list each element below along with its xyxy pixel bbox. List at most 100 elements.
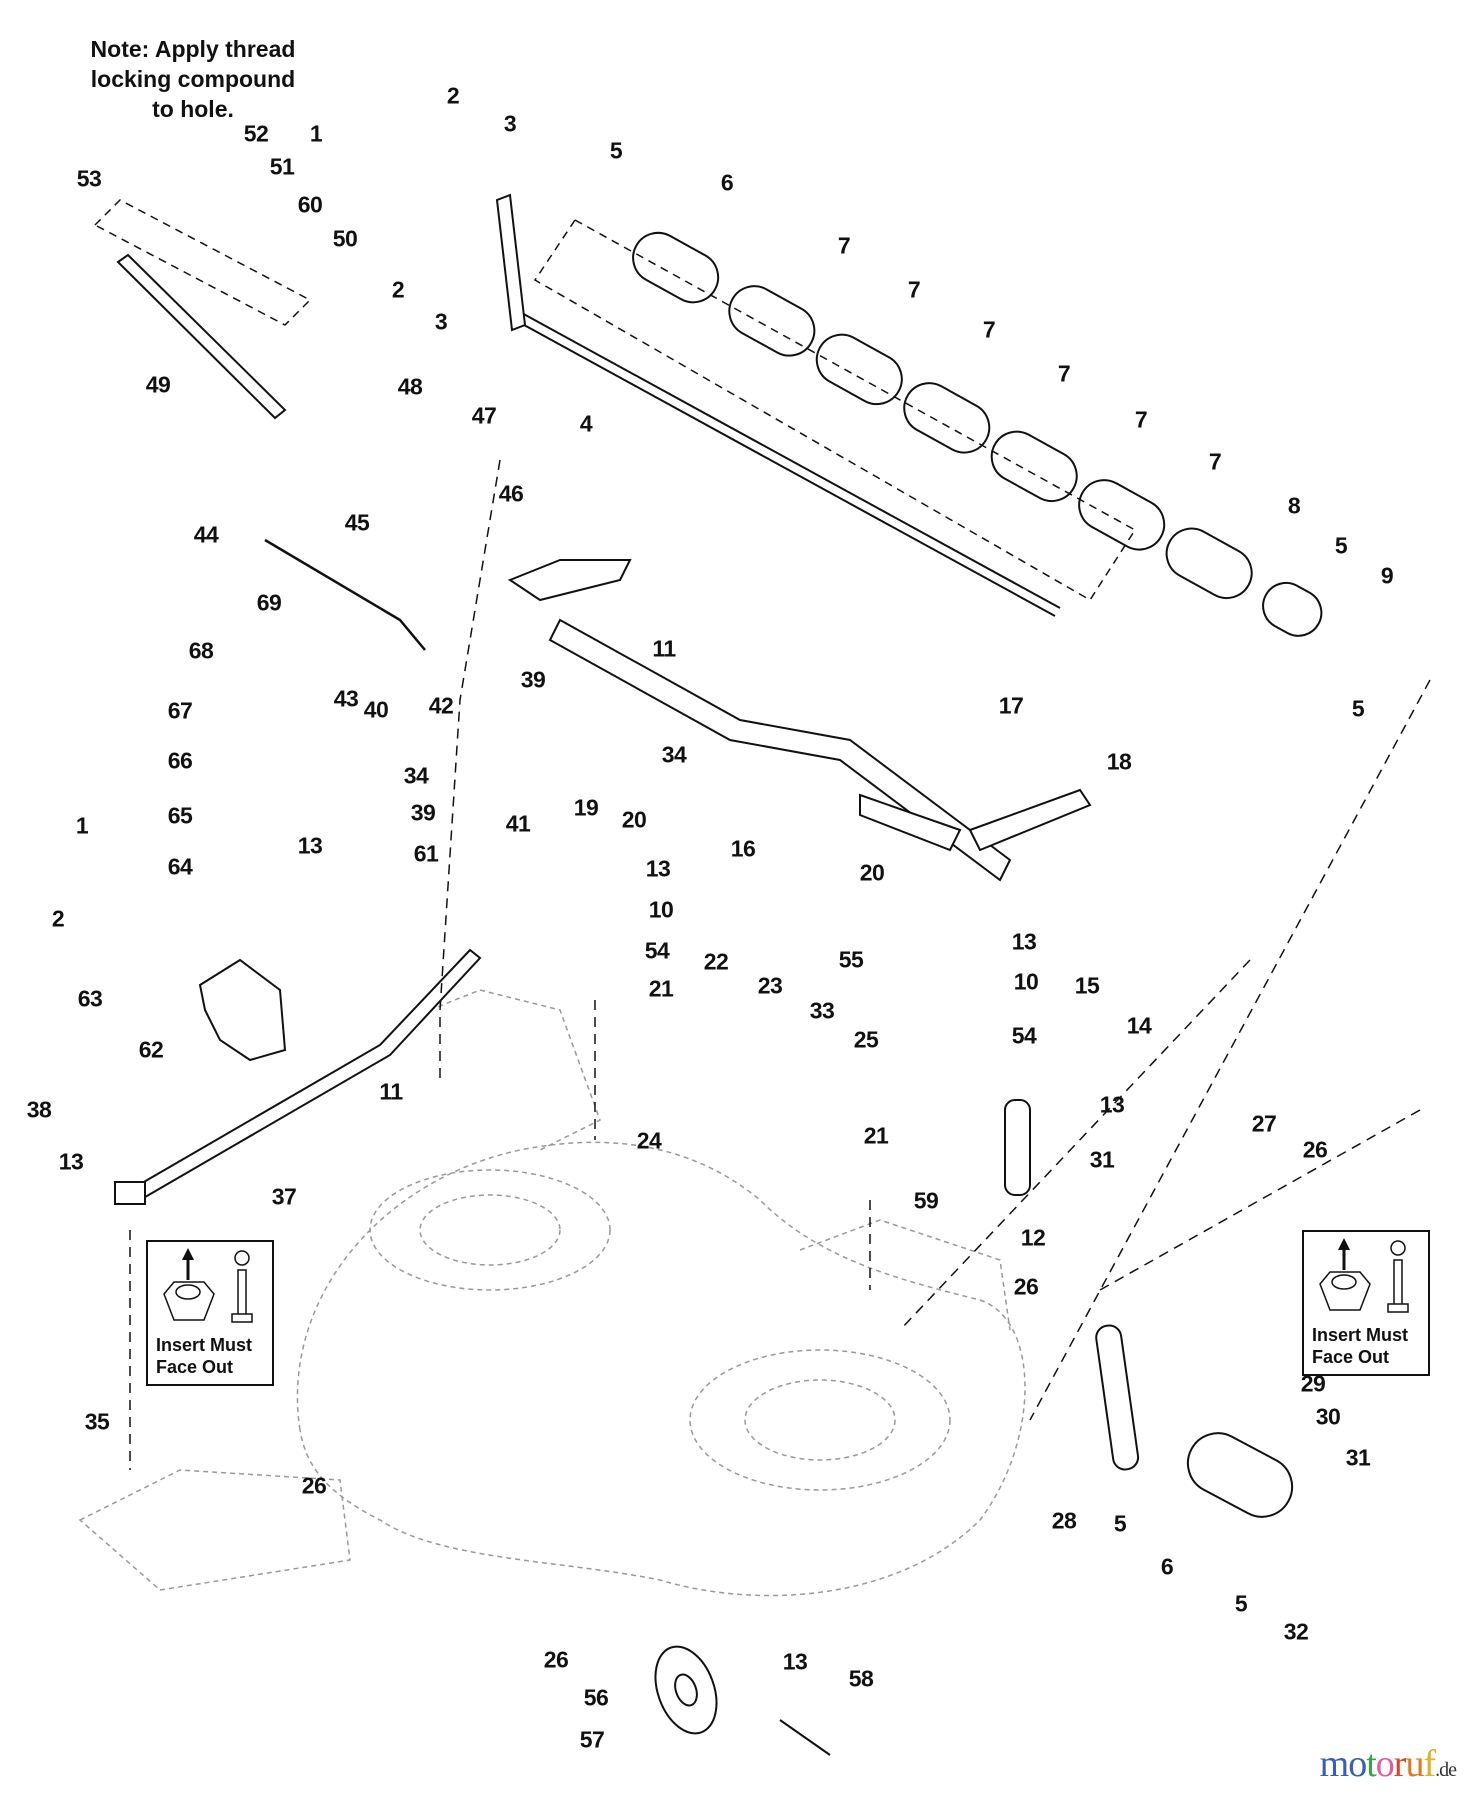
part-number-label: 2 bbox=[391, 276, 405, 303]
watermark-letter: u bbox=[1405, 1743, 1424, 1785]
part-number-label: 43 bbox=[333, 685, 359, 712]
part-number-label: 5 bbox=[1351, 695, 1365, 722]
part-number-label: 13 bbox=[782, 1648, 808, 1675]
part-number-label: 27 bbox=[1251, 1110, 1277, 1137]
part-number-label: 26 bbox=[543, 1646, 569, 1673]
part-number-label: 25 bbox=[853, 1026, 879, 1053]
part-number-label: 63 bbox=[77, 985, 103, 1012]
part-number-label: 55 bbox=[838, 946, 864, 973]
part-number-label: 45 bbox=[344, 509, 370, 536]
assembly-note: Note: Apply thread locking compound to h… bbox=[78, 34, 308, 124]
part-number-label: 51 bbox=[269, 153, 295, 180]
part-number-label: 15 bbox=[1074, 972, 1100, 999]
height-plate bbox=[198, 958, 287, 1062]
part-number-label: 7 bbox=[1134, 406, 1148, 433]
part-number-label: 32 bbox=[1283, 1618, 1309, 1645]
part-number-label: 1 bbox=[75, 812, 89, 839]
part-number-label: 38 bbox=[26, 1096, 52, 1123]
part-number-label: 5 bbox=[609, 137, 623, 164]
part-number-label: 44 bbox=[193, 521, 219, 548]
part-number-label: 23 bbox=[757, 972, 783, 999]
part-number-label: 7 bbox=[1208, 448, 1222, 475]
part-number-label: 69 bbox=[256, 589, 282, 616]
part-number-label: 9 bbox=[1380, 562, 1394, 589]
part-number-label: 10 bbox=[648, 896, 674, 923]
part-number-label: 21 bbox=[863, 1122, 889, 1149]
part-number-label: 5 bbox=[1113, 1510, 1127, 1537]
watermark-letter: t bbox=[1366, 1743, 1377, 1785]
part-number-label: 3 bbox=[503, 110, 517, 137]
part-number-label: 24 bbox=[636, 1127, 662, 1154]
part-number-label: 8 bbox=[1287, 492, 1301, 519]
part-number-label: 3 bbox=[434, 308, 448, 335]
part-number-label: 62 bbox=[138, 1036, 164, 1063]
note-line-2: locking compound bbox=[90, 66, 296, 92]
part-number-label: 31 bbox=[1089, 1146, 1115, 1173]
part-number-label: 4 bbox=[579, 410, 593, 437]
nylon-insert-nut-icon bbox=[163, 1248, 253, 1323]
part-number-label: 26 bbox=[1302, 1136, 1328, 1163]
part-number-label: 19 bbox=[573, 794, 599, 821]
part-number-label: 5 bbox=[1234, 1590, 1248, 1617]
height-adjust-lever bbox=[116, 253, 287, 420]
part-number-label: 5 bbox=[1334, 532, 1348, 559]
watermark-letter: o bbox=[1348, 1743, 1367, 1785]
motoruf-watermark: motoruf.de bbox=[1320, 1742, 1457, 1786]
part-number-label: 57 bbox=[579, 1726, 605, 1753]
part-number-label: 26 bbox=[1013, 1273, 1039, 1300]
part-number-label: 33 bbox=[809, 997, 835, 1024]
mower-deck-outline bbox=[78, 989, 1026, 1597]
part-number-label: 39 bbox=[520, 666, 546, 693]
part-number-label: 29 bbox=[1300, 1370, 1326, 1397]
part-number-label: 34 bbox=[403, 762, 429, 789]
part-number-label: 2 bbox=[51, 905, 65, 932]
watermark-letter: o bbox=[1375, 1743, 1395, 1785]
part-number-label: 52 bbox=[243, 120, 269, 147]
part-number-label: 18 bbox=[1106, 748, 1132, 775]
caption-line-2: Face Out bbox=[156, 1357, 234, 1377]
part-number-label: 53 bbox=[76, 165, 102, 192]
part-number-label: 30 bbox=[1315, 1403, 1341, 1430]
part-number-label: 13 bbox=[1011, 928, 1037, 955]
part-number-label: 28 bbox=[1051, 1507, 1077, 1534]
assembly-guide-lines bbox=[129, 459, 1431, 1470]
part-number-label: 26 bbox=[301, 1472, 327, 1499]
part-number-label: 13 bbox=[297, 832, 323, 859]
right-link-plates bbox=[1004, 1099, 1140, 1471]
part-number-label: 13 bbox=[1099, 1091, 1125, 1118]
part-number-label: 64 bbox=[167, 853, 193, 880]
part-number-label: 16 bbox=[730, 835, 756, 862]
note-line-3: to hole. bbox=[152, 96, 234, 122]
watermark-suffix: .de bbox=[1435, 1759, 1457, 1781]
side-roller bbox=[1186, 1432, 1294, 1518]
inset-caption: Insert Must Face Out bbox=[1312, 1324, 1408, 1368]
part-number-label: 59 bbox=[913, 1187, 939, 1214]
adjust-rod bbox=[114, 948, 482, 1205]
part-number-label: 41 bbox=[505, 810, 531, 837]
caption-line-1: Insert Must bbox=[1312, 1325, 1409, 1345]
part-number-label: 21 bbox=[648, 975, 674, 1002]
note-line-1: Note: Apply thread bbox=[90, 36, 296, 62]
rollers bbox=[632, 231, 1323, 637]
watermark-logo: motoruf bbox=[1320, 1742, 1436, 1786]
part-number-label: 10 bbox=[1013, 968, 1039, 995]
part-number-label: 6 bbox=[720, 169, 734, 196]
part-number-label: 6 bbox=[1160, 1553, 1174, 1580]
part-number-label: 7 bbox=[907, 276, 921, 303]
part-number-label: 68 bbox=[188, 637, 214, 664]
insert-must-face-out-inset-right: Insert Must Face Out bbox=[1302, 1230, 1430, 1376]
link-rod bbox=[264, 538, 426, 651]
part-number-label: 11 bbox=[652, 635, 676, 662]
part-number-label: 11 bbox=[379, 1078, 403, 1105]
part-number-label: 20 bbox=[621, 806, 647, 833]
caption-line-1: Insert Must bbox=[156, 1335, 253, 1355]
roller-group-outline bbox=[533, 219, 1137, 602]
part-number-label: 13 bbox=[58, 1148, 84, 1175]
lift-arm bbox=[507, 559, 1092, 882]
part-number-label: 31 bbox=[1345, 1444, 1371, 1471]
lever-group-outline bbox=[93, 199, 312, 326]
part-number-label: 2 bbox=[446, 82, 460, 109]
part-number-label: 56 bbox=[583, 1684, 609, 1711]
part-number-label: 54 bbox=[644, 937, 670, 964]
inset-caption: Insert Must Face Out bbox=[156, 1334, 252, 1378]
